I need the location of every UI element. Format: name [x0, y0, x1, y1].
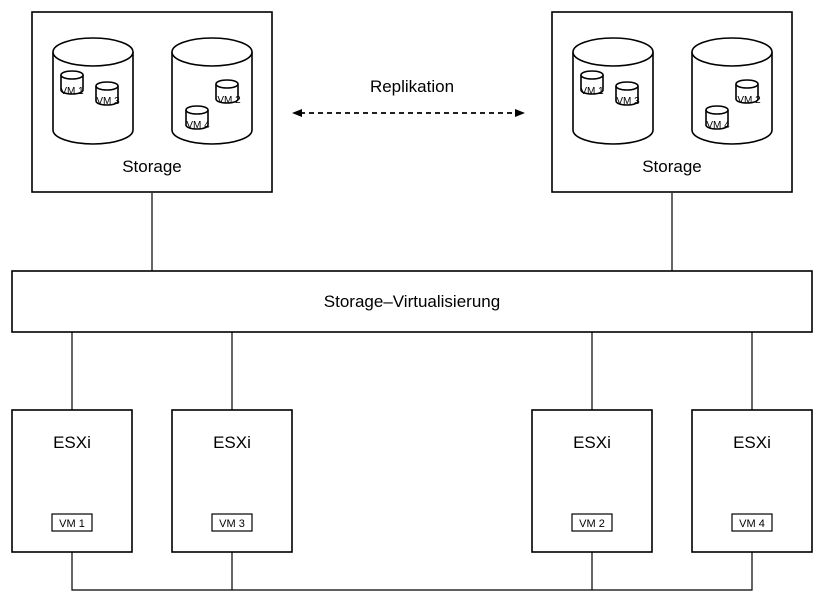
storage-left-drive-2: VM 2 VM 4: [171, 37, 253, 145]
host-vm-badge: VM 3: [219, 518, 245, 530]
mini-vm-label: VM 4: [706, 120, 730, 131]
esxi-host-3: ESXi VM 2: [531, 409, 653, 553]
storage-virtualization-layer: Storage–Virtualisierung: [11, 270, 813, 333]
storage-right-drive-1: VM 1 VM 3: [572, 37, 654, 145]
mini-vm-label: VM 1: [60, 86, 84, 97]
virtualization-label: Storage–Virtualisierung: [324, 292, 500, 311]
mini-vm-label: VM 3: [616, 96, 640, 107]
storage-left-drive-2-vm-b: VM 4: [185, 105, 210, 131]
mini-vm-label: VM 4: [186, 120, 210, 131]
esxi-host-1: ESXi VM 1: [11, 409, 133, 553]
esxi-host-2: ESXi VM 3: [171, 409, 293, 553]
replication-connector: Replikation: [292, 77, 525, 117]
esxi-host-label: ESXi: [573, 433, 611, 452]
storage-left-drive-1-vm-a: VM 1: [60, 70, 84, 97]
host-vm-badge: VM 1: [59, 518, 85, 530]
esxi-host-4: ESXi VM 4: [691, 409, 813, 553]
esxi-host-label: ESXi: [213, 433, 251, 452]
mini-vm-label: VM 2: [217, 95, 241, 106]
storage-right-drive-1-vm-a: VM 1: [580, 70, 604, 97]
storage-left: VM 1 VM 3 VM 2 VM 4 Storage: [31, 11, 273, 193]
mini-vm-label: VM 2: [737, 95, 761, 106]
host-vm-badge: VM 2: [579, 518, 605, 530]
host-interconnect-bus: [71, 552, 753, 591]
storage-left-label: Storage: [122, 157, 182, 176]
storage-right: VM 1 VM 3 VM 2 VM 4 Storage: [551, 11, 793, 193]
mini-vm-label: VM 1: [580, 86, 604, 97]
host-vm-badge: VM 4: [739, 518, 765, 530]
storage-right-drive-2: VM 2 VM 4: [691, 37, 773, 145]
storage-right-label: Storage: [642, 157, 702, 176]
storage-left-drive-1: VM 1 VM 3: [52, 37, 134, 145]
replication-arrowhead-left-icon: [292, 109, 302, 117]
storage-right-drive-2-vm-a: VM 2: [735, 79, 761, 106]
storage-right-drive-2-vm-b: VM 4: [705, 105, 730, 131]
storage-left-drive-2-vm-a: VM 2: [215, 79, 241, 106]
replication-label: Replikation: [370, 77, 454, 96]
storage-right-drive-1-vm-b: VM 3: [615, 81, 640, 107]
mini-vm-label: VM 3: [96, 96, 120, 107]
esxi-host-label: ESXi: [733, 433, 771, 452]
storage-left-drive-1-vm-b: VM 3: [95, 81, 120, 107]
esxi-host-label: ESXi: [53, 433, 91, 452]
